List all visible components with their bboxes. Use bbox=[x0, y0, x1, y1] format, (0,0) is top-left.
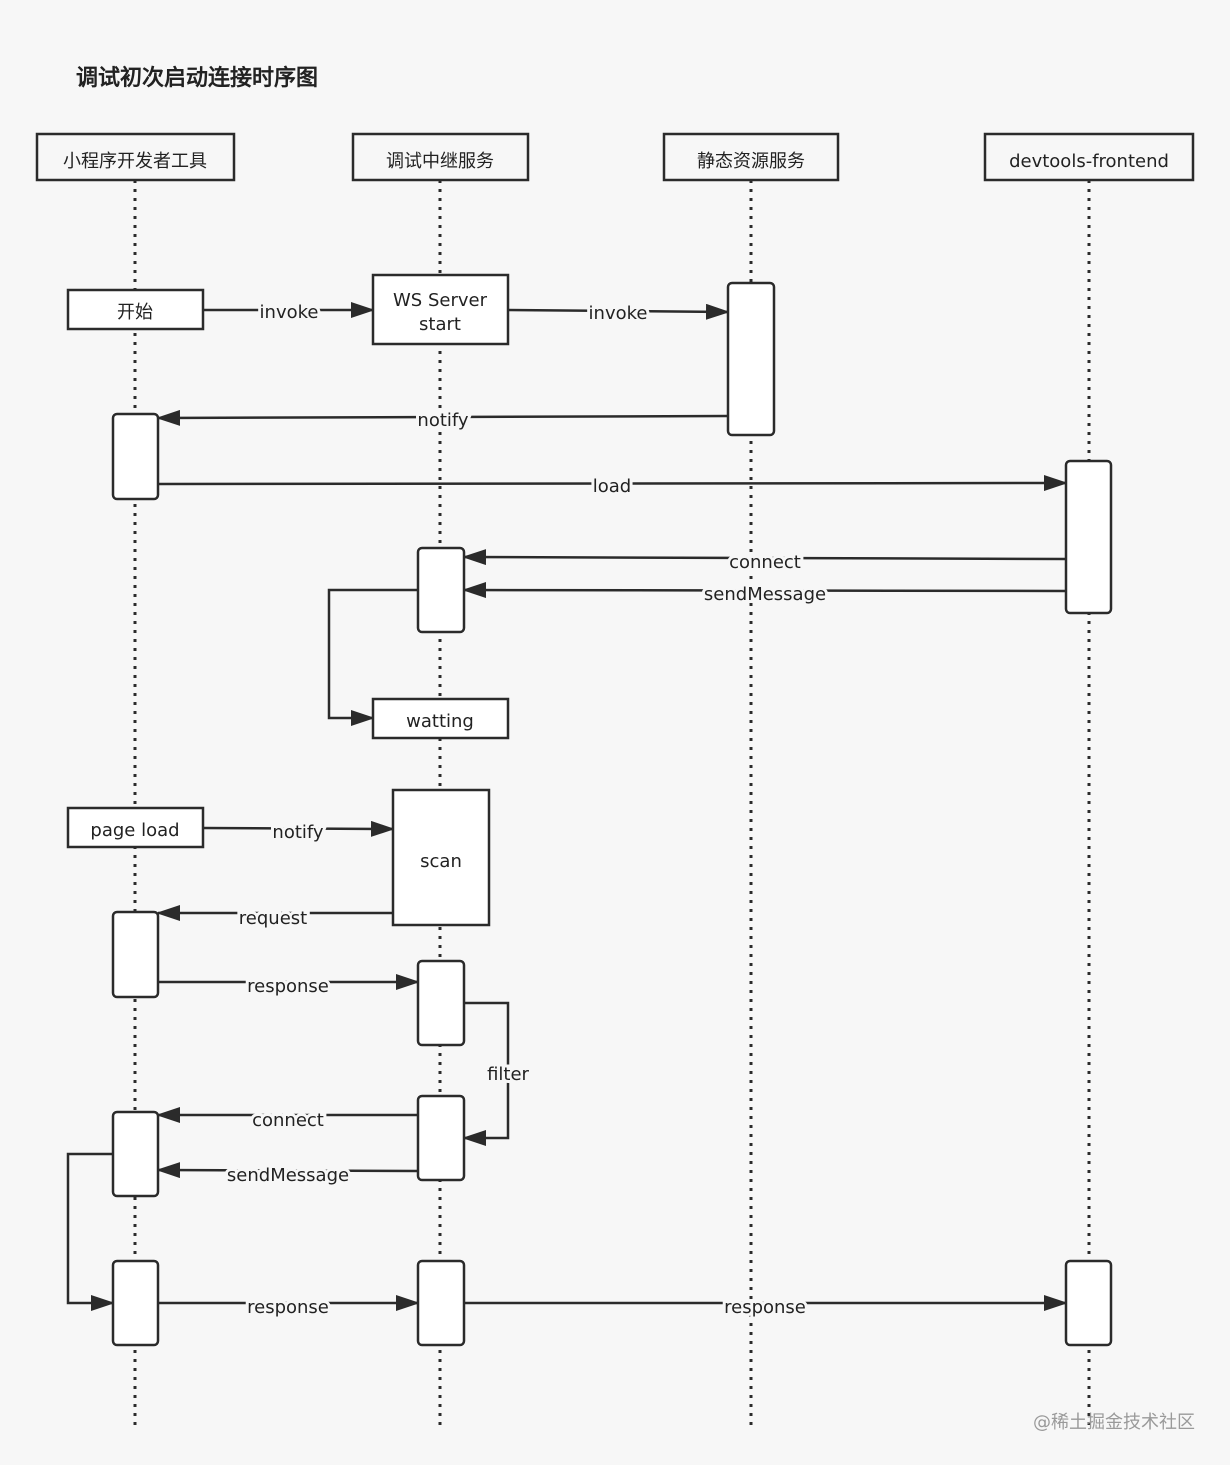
participant-relay-box bbox=[351, 132, 530, 182]
label-notify-1: notify bbox=[417, 410, 469, 431]
activation-devtools-1 bbox=[1064, 459, 1113, 615]
label-filter: filter bbox=[487, 1064, 529, 1085]
page-load-box bbox=[66, 806, 205, 849]
start-box bbox=[66, 288, 205, 331]
activation-relay-4 bbox=[416, 1259, 466, 1347]
label-connect-1: connect bbox=[729, 552, 801, 573]
label-connect-2: connect bbox=[252, 1110, 324, 1131]
arrow-self-filter bbox=[462, 1001, 510, 1146]
participant-mini-box bbox=[35, 132, 236, 182]
activation-mini-1 bbox=[111, 412, 160, 501]
watermark: @稀土掘金技术社区 bbox=[1033, 1412, 1195, 1433]
label-invoke-1: invoke bbox=[260, 302, 319, 323]
start-label: 开始 bbox=[117, 302, 153, 323]
participant-devtools-box bbox=[983, 132, 1195, 182]
activation-relay-2 bbox=[416, 959, 466, 1047]
arrow-self-response bbox=[66, 1152, 115, 1311]
ws-server-label-line2: start bbox=[419, 314, 461, 335]
activation-bars bbox=[111, 281, 1113, 1347]
activation-relay-3 bbox=[416, 1094, 466, 1182]
participant-mini-label: 小程序开发者工具 bbox=[63, 151, 207, 172]
label-request: request bbox=[239, 908, 307, 929]
ws-server-box bbox=[371, 273, 510, 346]
arrow-load bbox=[157, 475, 1068, 492]
arrow-sendmessage-1 bbox=[462, 582, 1067, 599]
lifelines bbox=[133, 180, 1091, 1425]
participant-headers bbox=[35, 132, 1195, 182]
arrow-self-watting bbox=[327, 588, 418, 726]
label-response-2: response bbox=[247, 1297, 329, 1318]
scan-label: scan bbox=[420, 851, 462, 872]
arrow-notify-2 bbox=[202, 820, 395, 837]
label-response-3: response bbox=[724, 1297, 806, 1318]
message-lines bbox=[66, 302, 1068, 1311]
label-sendmessage-2: sendMessage bbox=[227, 1165, 349, 1186]
participant-static-box bbox=[662, 132, 840, 182]
activation-static-1 bbox=[726, 281, 776, 437]
label-sendmessage-1: sendMessage bbox=[704, 584, 826, 605]
watting-label: watting bbox=[406, 711, 474, 732]
participant-devtools-label: devtools-frontend bbox=[1009, 151, 1169, 172]
participant-static-label: 静态资源服务 bbox=[697, 151, 805, 172]
scan-box bbox=[391, 788, 491, 927]
activation-devtools-2 bbox=[1064, 1259, 1113, 1347]
label-notify-2: notify bbox=[272, 822, 324, 843]
diagram-title: 调试初次启动连接时序图 bbox=[76, 66, 319, 91]
state-boxes bbox=[66, 273, 510, 927]
message-labels: invoke invoke notify load connect sendMe… bbox=[224, 299, 829, 1321]
activation-mini-4 bbox=[111, 1259, 160, 1347]
arrow-invoke-2 bbox=[507, 303, 730, 320]
watting-box bbox=[371, 697, 510, 740]
arrow-notify-1 bbox=[156, 409, 729, 426]
activation-relay-1 bbox=[416, 546, 466, 634]
participant-relay-label: 调试中继服务 bbox=[386, 151, 494, 172]
arrow-connect-1 bbox=[462, 549, 1067, 566]
ws-server-label-line1: WS Server bbox=[393, 290, 488, 311]
activation-mini-2 bbox=[111, 910, 160, 999]
page-load-label: page load bbox=[90, 820, 179, 841]
activation-mini-3 bbox=[111, 1110, 160, 1198]
label-response-1: response bbox=[247, 976, 329, 997]
arrow-sendmessage-2 bbox=[156, 1162, 419, 1179]
label-load: load bbox=[593, 476, 631, 497]
label-invoke-2: invoke bbox=[589, 303, 648, 324]
